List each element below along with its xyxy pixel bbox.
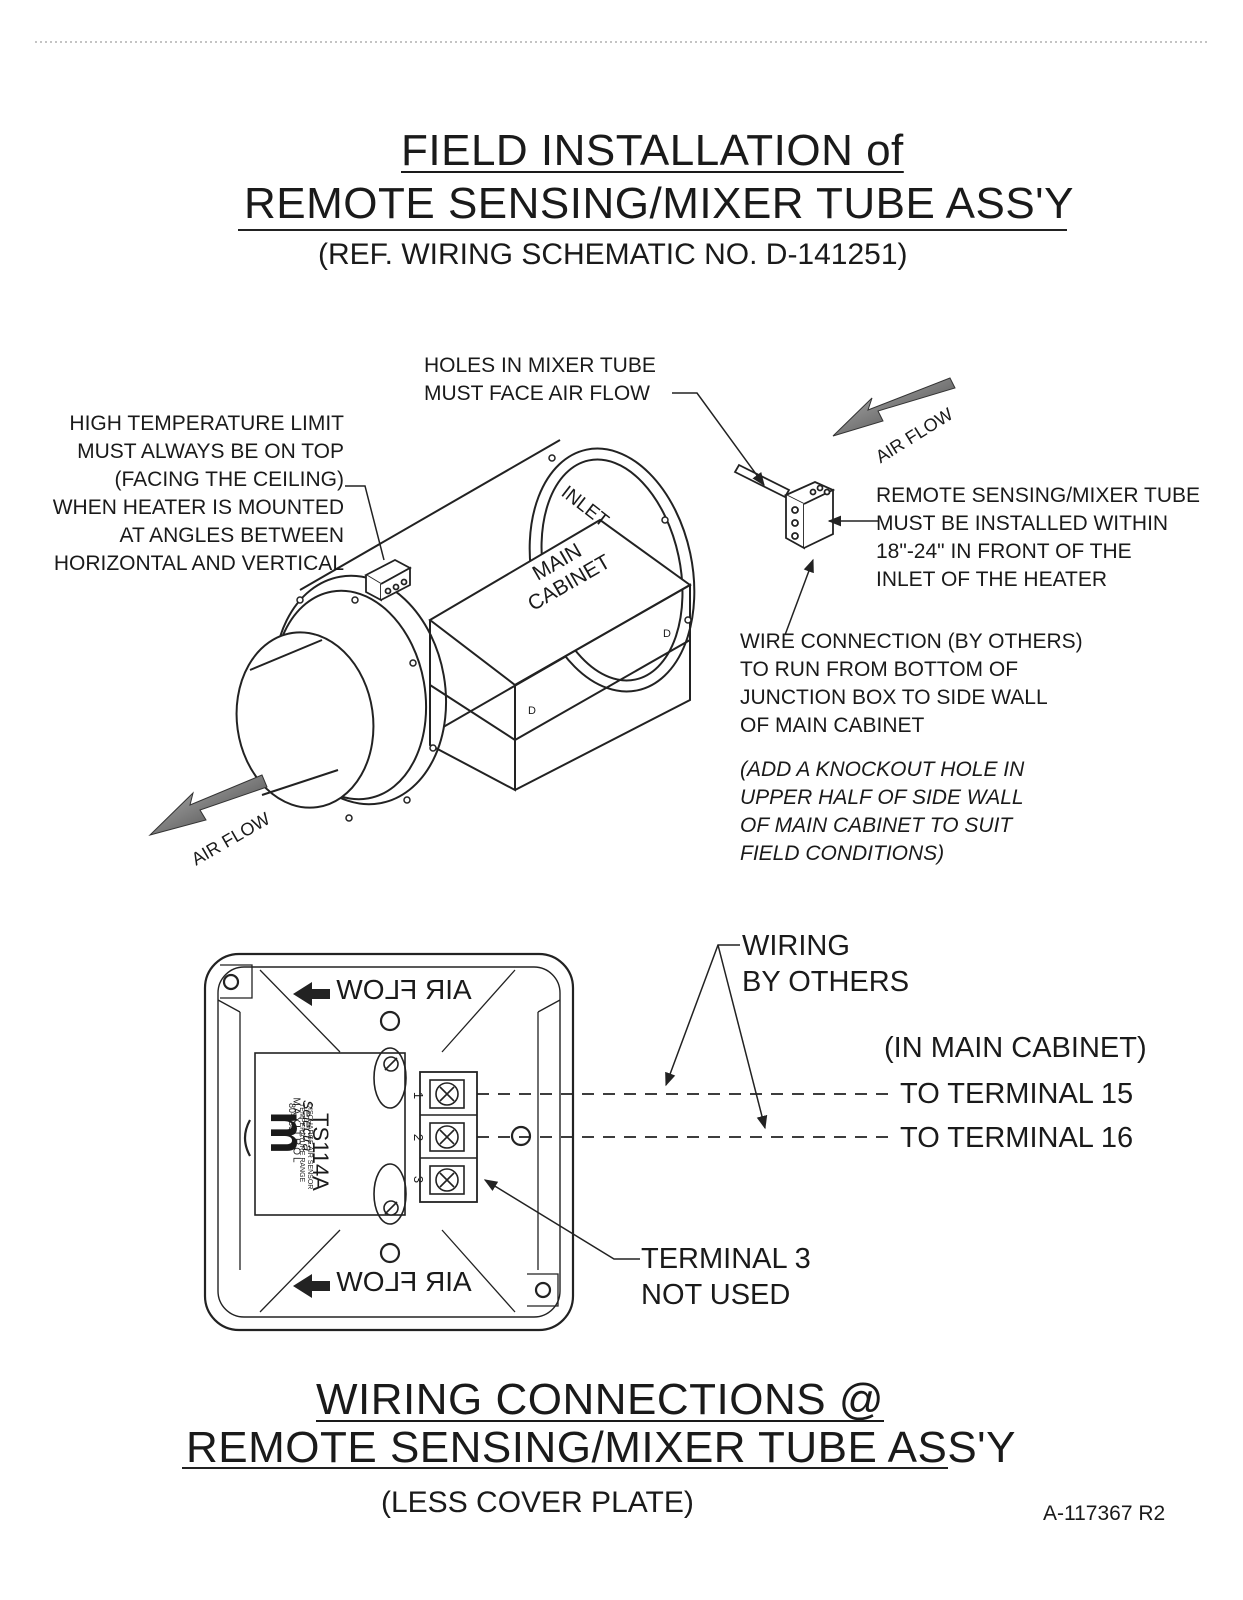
terminal-3-note: TERMINAL 3 NOT USED [641,1243,811,1311]
sensor-plate: m MAXITROL Selectra TS114A DISCHARGE AIR… [255,1053,405,1215]
airflow-out-arrow [148,774,268,836]
jb-airflow-top-label: AIR FLOW [336,974,472,1005]
to-terminal-16-label: TO TERMINAL 16 [900,1122,1134,1154]
wire-connection-note: WIRE CONNECTION (BY OTHERS) TO RUN FROM … [740,630,1083,737]
sensor-desc-2: TEMPERATURE RANGE [298,1103,305,1183]
limit-leader [345,485,385,561]
wire-leader [784,558,814,636]
junction-box [203,952,575,1332]
footer-title-line-2: REMOTE SENSING/MIXER TUBE ASS'Y [186,1423,1016,1472]
wiring-leader [665,944,740,1087]
to-terminal-15-label: TO TERMINAL 15 [900,1078,1134,1110]
terminal-screws [383,1056,465,1216]
limit-note: HIGH TEMPERATURE LIMIT MUST ALWAYS BE ON… [52,412,344,575]
mixer-tube [733,463,836,550]
holes-note: HOLES IN MIXER TUBE MUST FACE AIR FLOW [424,354,656,405]
wiring-by-others-label: WIRING BY OTHERS [742,930,910,998]
footer-title-line-1: WIRING CONNECTIONS @ [316,1375,884,1424]
wiring-lines [477,1093,890,1138]
footer-subtitle: (LESS COVER PLATE) [381,1486,694,1519]
in-main-cabinet-label: (IN MAIN CABINET) [884,1032,1147,1064]
title-line-2: REMOTE SENSING/MIXER TUBE ASS'Y [244,179,1074,228]
sensor-desc-1: DISCHARGE AIR SENSOR [306,1103,313,1190]
sensor-range: 80-130° [287,1103,297,1135]
airflow-in-arrow [832,377,956,437]
reference-note: (REF. WIRING SCHEMATIC NO. D-141251) [318,238,908,271]
terminal-number-1: 1 [411,1091,427,1100]
knockout-note: (ADD A KNOCKOUT HOLE IN UPPER HALF OF SI… [740,758,1025,865]
terminal-number-2: 2 [411,1133,427,1142]
sensing-note: REMOTE SENSING/MIXER TUBE MUST BE INSTAL… [876,484,1200,591]
drawing-number: A-117367 R2 [1043,1502,1166,1525]
jb-airflow-arrow-top [293,982,330,1006]
door-mark-right: D [663,628,671,640]
title-line-1: FIELD INSTALLATION of [401,126,904,175]
jb-airflow-bottom-label: AIR FLOW [336,1266,472,1297]
terminal3-leader [483,1179,640,1260]
door-mark-left: D [528,705,536,717]
flange-bolts [296,454,692,822]
high-limit-box [364,558,412,602]
holes-leader [672,392,765,487]
heater-body [235,439,696,809]
terminal-number-3: 3 [411,1175,427,1184]
jb-airflow-arrow-bottom [293,1274,330,1298]
